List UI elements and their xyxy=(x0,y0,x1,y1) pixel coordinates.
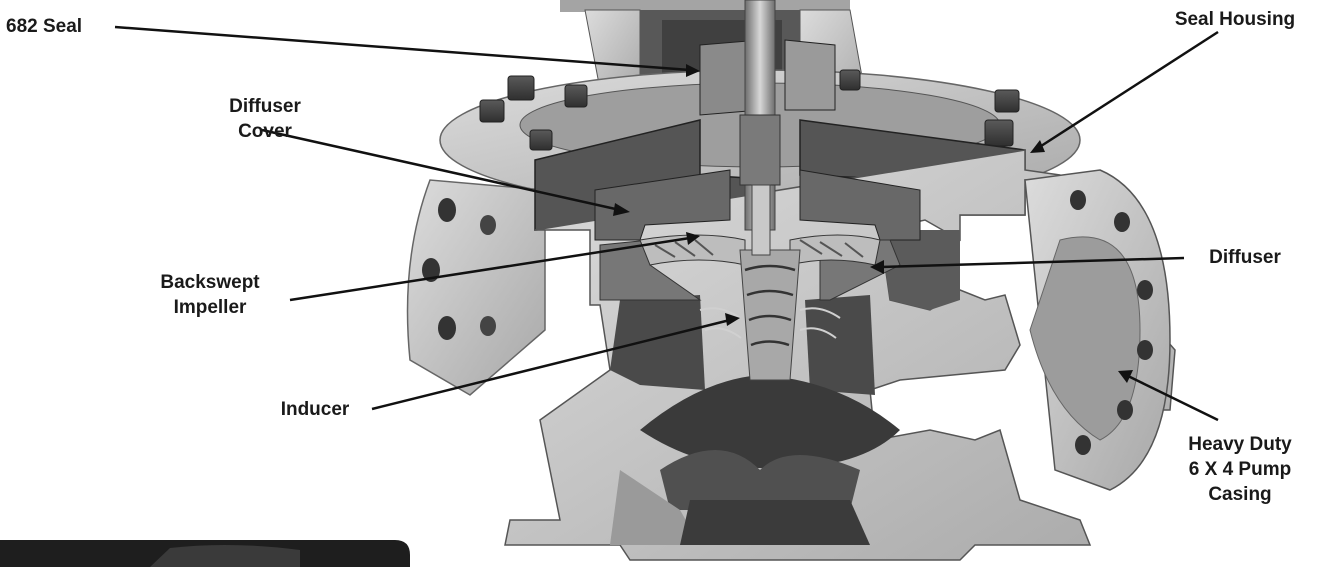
leader-impeller xyxy=(289,236,691,302)
arrowhead-seal-housing xyxy=(1030,140,1045,153)
label-682-seal: 682 Seal xyxy=(6,14,82,39)
label-casing-line2: 6 X 4 Pump xyxy=(1188,459,1292,480)
arrowhead-casing xyxy=(1118,370,1133,383)
arrowhead-seal xyxy=(686,64,700,77)
diffuser-assembly xyxy=(594,169,921,301)
label-diffuser-cover-line1: Diffuser xyxy=(229,96,301,117)
label-casing-line1: Heavy Duty xyxy=(1188,434,1292,455)
flange-bolts xyxy=(479,69,1020,151)
leader-lines xyxy=(114,25,1219,422)
label-seal-housing: Seal Housing xyxy=(1155,7,1315,32)
arrowhead-inducer xyxy=(725,313,740,326)
label-impeller-line1: Backswept xyxy=(160,272,260,293)
label-682-seal-text: 682 Seal xyxy=(6,16,83,37)
label-seal-housing-text: Seal Housing xyxy=(1174,9,1296,30)
label-inducer: Inducer xyxy=(260,397,370,422)
leader-inducer xyxy=(371,318,731,411)
label-impeller-line2: Impeller xyxy=(173,297,247,318)
label-diffuser-cover: Diffuser Cover xyxy=(215,94,315,144)
label-diffuser-text: Diffuser xyxy=(1209,247,1281,268)
arrowhead-diffuser xyxy=(870,260,884,274)
seal-and-shaft xyxy=(699,0,836,256)
arrowhead-impeller xyxy=(686,232,700,245)
leader-seal xyxy=(114,25,691,72)
label-pump-casing: Heavy Duty 6 X 4 Pump Casing xyxy=(1165,432,1315,507)
arrowhead-diffuser-cover xyxy=(613,203,630,216)
inducer xyxy=(699,249,841,381)
inlet-flange xyxy=(406,179,546,396)
label-diffuser: Diffuser xyxy=(1190,245,1300,270)
leader-seal-housing xyxy=(1037,30,1219,150)
outlet-flange xyxy=(1024,169,1171,491)
label-diffuser-cover-line2: Cover xyxy=(238,121,292,142)
leader-diffuser-cover xyxy=(261,128,621,212)
leader-arrowheads xyxy=(613,64,1133,383)
leader-diffuser xyxy=(879,256,1185,269)
photo-inset xyxy=(0,540,410,567)
leader-casing xyxy=(1127,374,1219,422)
label-inducer-text: Inducer xyxy=(280,399,350,420)
label-casing-line3: Casing xyxy=(1208,484,1272,505)
label-backswept-impeller: Backswept Impeller xyxy=(130,270,290,320)
